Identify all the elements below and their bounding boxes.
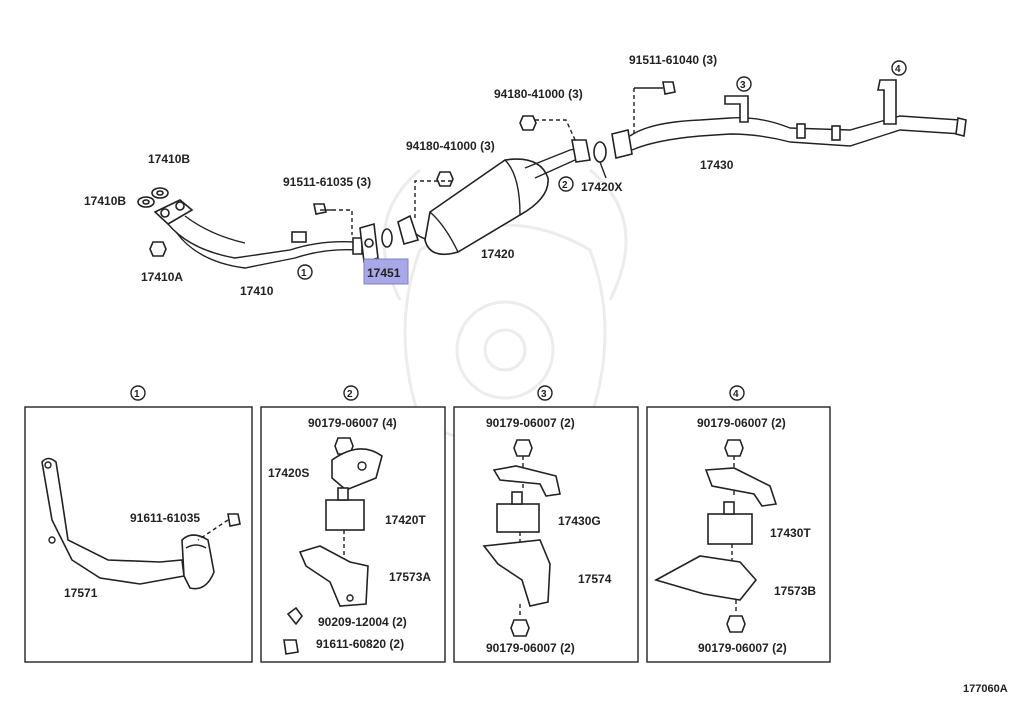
nut-94180-right[interactable]: [519, 115, 577, 143]
label-17574: 17574: [578, 572, 612, 586]
front-exhaust-pipe-17410[interactable]: [153, 199, 363, 269]
label-nut-94180-left: 94180-41000 (3): [406, 139, 495, 153]
label-p4-nut-top: 90179-06007 (2): [697, 416, 786, 430]
bolt-91511-61035[interactable]: [313, 203, 353, 235]
svg-text:4: 4: [895, 64, 901, 75]
bracket-17573b[interactable]: [653, 555, 758, 614]
label-p3-nut-bottom: 90179-06007 (2): [486, 641, 575, 655]
label-17573a: 17573A: [389, 570, 431, 584]
panel-1: 91611-61035 17571: [24, 406, 253, 663]
label-17573b: 17573B: [774, 584, 816, 598]
label-17420x: 17420X: [581, 180, 622, 194]
label-p2-nut-top: 90179-06007 (4): [308, 416, 397, 430]
panel-1-header: 1: [130, 385, 146, 401]
svg-text:1: 1: [301, 268, 307, 279]
label-17430t: 17430T: [770, 526, 811, 540]
label-17410: 17410: [240, 284, 274, 298]
bracket-17571[interactable]: [41, 457, 215, 590]
nut-17410a[interactable]: [149, 241, 167, 257]
diagram-code: 177060A: [963, 683, 1008, 695]
label-91611-61035: 91611-61035: [130, 511, 200, 525]
label-17410b-top: 17410B: [148, 152, 190, 166]
gasket-17420x[interactable]: [593, 141, 607, 179]
label-p4-nut-bottom: 90179-06007 (2): [698, 641, 787, 655]
bolt-91611-61035[interactable]: [197, 513, 241, 541]
gasket-17451[interactable]: [359, 222, 409, 285]
label-17451: 17451: [367, 266, 401, 280]
nut-90179-06007-p4-top[interactable]: [724, 439, 744, 496]
label-17420t: 17420T: [385, 513, 426, 527]
muffler-17420[interactable]: [397, 139, 591, 256]
panel-3-header: 3: [537, 385, 553, 401]
bracket-17573a[interactable]: [298, 545, 369, 607]
label-17430: 17430: [700, 158, 734, 172]
nut-90179-06007-p4-bottom[interactable]: [726, 615, 746, 633]
label-90209-12004: 90209-12004 (2): [318, 615, 407, 629]
panel-3: 90179-06007 (2) 17430G 17574 90179-06007…: [453, 406, 639, 663]
label-bolt-91511-61035: 91511-61035 (3): [283, 175, 371, 189]
svg-text:3: 3: [541, 389, 547, 400]
washer-90209-12004[interactable]: [286, 606, 303, 626]
stay-p3[interactable]: [492, 465, 561, 497]
svg-text:1: 1: [134, 389, 140, 400]
callout-2-upper[interactable]: 2: [558, 176, 574, 192]
stay-17420s[interactable]: [331, 448, 383, 491]
panel-2: 90179-06007 (4) 17420S 17420T 17573A 902…: [260, 406, 446, 663]
bracket-17574[interactable]: [482, 539, 551, 618]
bolt-91511-61040[interactable]: [633, 81, 676, 135]
svg-text:3: 3: [740, 80, 746, 91]
svg-text:2: 2: [347, 389, 353, 400]
nut-90179-06007-p3-bottom[interactable]: [510, 619, 530, 637]
label-17420s: 17420S: [268, 466, 309, 480]
label-p3-nut-top: 90179-06007 (2): [486, 416, 575, 430]
panel-4: 90179-06007 (2) 17430T 17573B 90179-0600…: [646, 406, 831, 663]
nut-94180-left[interactable]: [414, 171, 454, 218]
label-17571: 17571: [64, 586, 98, 600]
gasket-17410b[interactable]: [137, 187, 169, 208]
svg-text:4: 4: [733, 389, 739, 400]
label-bolt-91511-61040: 91511-61040 (3): [629, 53, 717, 67]
mount-17430g[interactable]: [496, 491, 540, 548]
label-17410a: 17410A: [141, 270, 183, 284]
stay-p4[interactable]: [704, 467, 778, 507]
svg-text:2: 2: [562, 180, 568, 191]
callout-1-upper[interactable]: 1: [297, 264, 313, 280]
panel-4-header: 4: [729, 385, 745, 401]
callout-3-upper[interactable]: 3: [736, 76, 752, 92]
label-17410b-left: 17410B: [84, 194, 126, 208]
label-17430g: 17430G: [558, 514, 601, 528]
tail-pipe-17430[interactable]: [611, 79, 967, 159]
mount-17420t[interactable]: [325, 487, 365, 560]
label-91611-60820: 91611-60820 (2): [316, 637, 404, 651]
mount-17430t[interactable]: [707, 501, 753, 562]
panel-2-header: 2: [343, 385, 359, 401]
label-nut-94180-right: 94180-41000 (3): [494, 87, 583, 101]
label-17420: 17420: [481, 247, 515, 261]
bolt-91611-60820[interactable]: [283, 639, 299, 655]
highlight-17451: [363, 258, 409, 285]
callout-4-upper[interactable]: 4: [891, 60, 907, 76]
